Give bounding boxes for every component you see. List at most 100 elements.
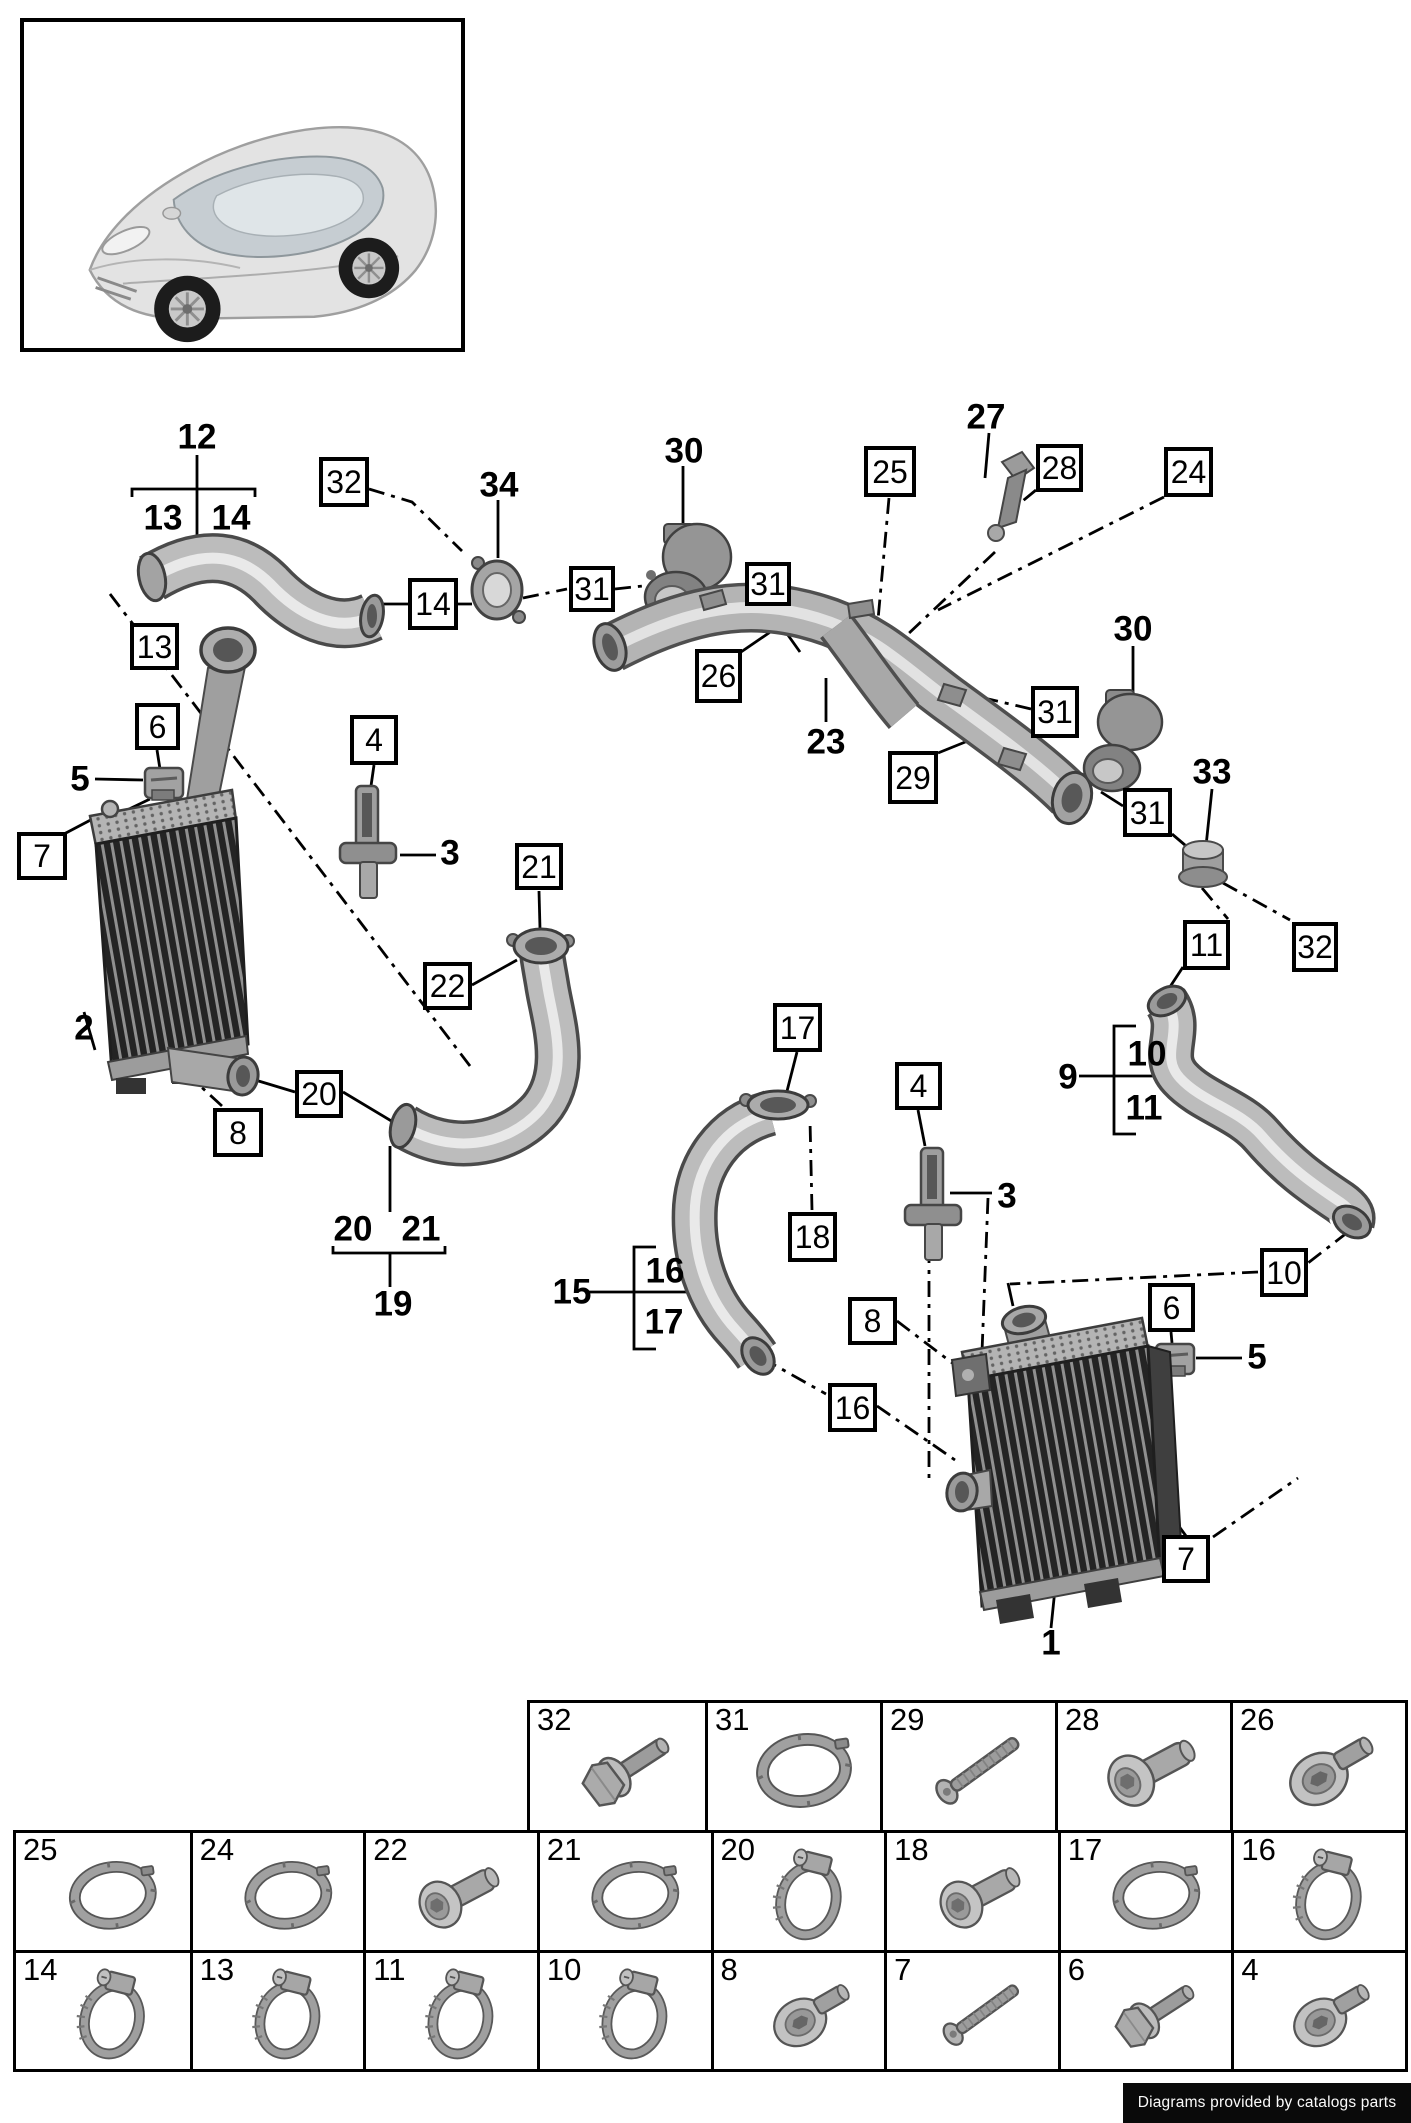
part-number-label-2: 2: [74, 1008, 94, 1048]
long-screw-icon: [905, 1709, 1053, 1828]
part-number-label-13: 13: [143, 498, 183, 538]
attribution-badge: Diagrams provided by catalogs parts: [1123, 2083, 1411, 2123]
charge-air-hose-12-illustration: [136, 533, 385, 649]
worm-clamp-icon: [388, 1959, 535, 2067]
pressure-pipe-23-illustration: [592, 582, 1094, 826]
callout-box-31[interactable]: 31: [745, 562, 791, 606]
grid-cell-part-7[interactable]: 7: [884, 1953, 1058, 2069]
callout-box-25[interactable]: 25: [864, 446, 916, 497]
grid-cell-part-6[interactable]: 6: [1057, 1953, 1232, 2069]
callout-box-28[interactable]: 28: [1036, 444, 1083, 492]
grid-cell-part-17[interactable]: 17: [1057, 1833, 1232, 1950]
grid-cell-part-28[interactable]: 28: [1055, 1703, 1230, 1830]
part-number-label-34: 34: [479, 465, 519, 505]
callout-box-4[interactable]: 4: [350, 715, 398, 765]
callout-box-26[interactable]: 26: [695, 649, 742, 703]
callout-box-8[interactable]: 8: [213, 1108, 263, 1157]
callout-box-18[interactable]: 18: [788, 1212, 837, 1262]
charge-air-hose-19-illustration: [388, 927, 581, 1167]
grid-cell-part-25[interactable]: 25: [16, 1833, 190, 1950]
grid-part-number: 7: [894, 1953, 912, 1987]
grid-cell-part-4[interactable]: 4: [1231, 1953, 1405, 2069]
grid-cell-part-18[interactable]: 18: [884, 1833, 1058, 1950]
callout-box-14[interactable]: 14: [408, 578, 458, 630]
grid-cell-part-29[interactable]: 29: [880, 1703, 1055, 1830]
part-number-label-5: 5: [70, 759, 90, 799]
grid-part-number: 24: [199, 1833, 235, 1867]
callout-box-31[interactable]: 31: [1123, 788, 1172, 837]
grid-cell-part-14[interactable]: 14: [16, 1953, 190, 2069]
clamp-ring-icon: [1083, 1839, 1230, 1948]
grid-cell-part-16[interactable]: 16: [1231, 1833, 1405, 1950]
clamp-ring-icon: [215, 1839, 362, 1948]
pan-head-screw-icon: [388, 1839, 535, 1948]
grid-part-number: 6: [1067, 1953, 1085, 1987]
callout-box-24[interactable]: 24: [1164, 447, 1213, 497]
grid-part-number: 17: [1067, 1833, 1103, 1867]
grid-cell-part-20[interactable]: 20: [710, 1833, 885, 1950]
grid-cell-part-11[interactable]: 11: [363, 1953, 537, 2069]
sensor-3-right-illustration: [903, 1146, 963, 1261]
grid-part-number: 26: [1240, 1703, 1275, 1737]
worm-clamp-icon: [38, 1959, 188, 2067]
grid-cell-part-8[interactable]: 8: [710, 1953, 885, 2069]
callout-box-32[interactable]: 32: [1292, 922, 1338, 972]
callout-box-6[interactable]: 6: [135, 703, 180, 750]
clamp-ring-icon: [562, 1839, 709, 1948]
callout-box-31[interactable]: 31: [1031, 686, 1079, 738]
grid-part-number: 25: [23, 1833, 58, 1867]
callout-box-20[interactable]: 20: [295, 1070, 343, 1118]
grid-cell-part-13[interactable]: 13: [189, 1953, 364, 2069]
flange-34-illustration: [470, 556, 526, 624]
grid-part-number: 28: [1065, 1703, 1100, 1737]
grid-cell-part-31[interactable]: 31: [705, 1703, 880, 1830]
part-number-label-5: 5: [1247, 1337, 1267, 1377]
charge-air-hose-15-illustration: [671, 1089, 817, 1376]
grid-cell-part-21[interactable]: 21: [536, 1833, 711, 1950]
callout-box-6[interactable]: 6: [1148, 1283, 1195, 1332]
clamp-ring-icon: [38, 1839, 188, 1948]
bracket-27-illustration: [987, 450, 1036, 542]
grid-cell-part-32[interactable]: 32: [530, 1703, 705, 1830]
part-number-label-10: 10: [1127, 1034, 1167, 1074]
hex-flange-bolt-icon: [1083, 1959, 1230, 2067]
callout-box-13[interactable]: 13: [130, 623, 179, 670]
part-number-label-1: 1: [1041, 1623, 1061, 1663]
grid-cell-part-24[interactable]: 24: [189, 1833, 364, 1950]
callout-box-7[interactable]: 7: [17, 832, 67, 880]
grid-part-number: 31: [715, 1703, 750, 1737]
callout-box-22[interactable]: 22: [423, 962, 472, 1010]
callout-box-31[interactable]: 31: [569, 566, 615, 612]
part-number-label-3: 3: [440, 833, 460, 873]
callout-box-7[interactable]: 7: [1162, 1535, 1210, 1583]
callout-box-17[interactable]: 17: [773, 1003, 822, 1052]
part-number-label-9: 9: [1058, 1057, 1078, 1097]
grid-cell-part-10[interactable]: 10: [536, 1953, 711, 2069]
charge-air-hose-9-illustration: [1146, 984, 1376, 1240]
callout-box-10[interactable]: 10: [1260, 1248, 1308, 1297]
vehicle-thumbnail-box: [20, 18, 465, 352]
grid-cell-part-22[interactable]: 22: [363, 1833, 537, 1950]
callout-box-11[interactable]: 11: [1183, 920, 1230, 970]
clamp-ring-icon: [730, 1709, 878, 1828]
washer-screw-icon: [1255, 1709, 1403, 1828]
grid-cell-part-26[interactable]: 26: [1230, 1703, 1405, 1830]
part-number-label-14: 14: [211, 498, 251, 538]
grid-part-number: 8: [720, 1953, 738, 1987]
callout-box-32[interactable]: 32: [319, 457, 369, 507]
callout-box-16[interactable]: 16: [828, 1383, 877, 1432]
part-number-label-27: 27: [966, 397, 1006, 437]
callout-box-29[interactable]: 29: [888, 751, 938, 804]
callout-box-8[interactable]: 8: [848, 1297, 897, 1345]
callout-box-21[interactable]: 21: [515, 843, 563, 890]
sleeve-33-illustration: [1178, 840, 1228, 888]
grid-part-number: 16: [1241, 1833, 1276, 1867]
part-number-label-17: 17: [644, 1302, 684, 1342]
grid-part-number: 13: [199, 1953, 235, 1987]
callout-box-4[interactable]: 4: [895, 1062, 942, 1110]
washer-screw-icon: [1256, 1959, 1403, 2067]
hex-flange-bolt-icon: [552, 1709, 703, 1828]
